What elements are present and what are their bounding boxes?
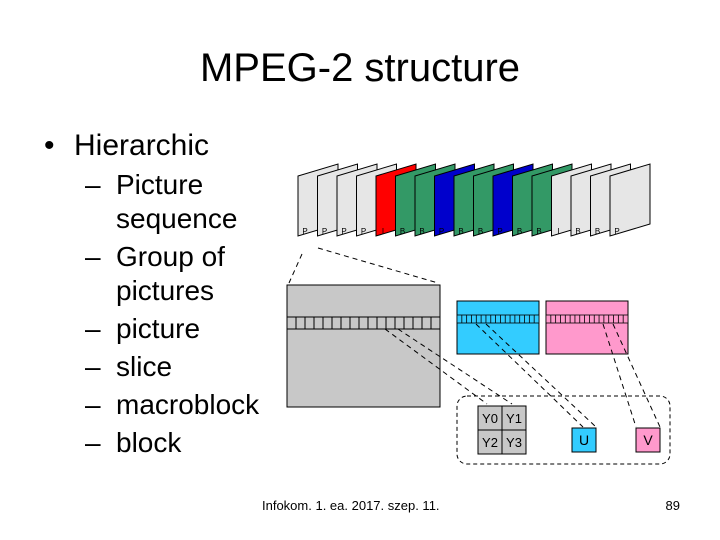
sub-bullet-item: –slice	[44, 350, 294, 384]
dash-marker: –	[85, 351, 101, 382]
frame-type-label: B	[517, 227, 522, 236]
sub-bullet-item: –picture	[44, 312, 294, 346]
slice-row	[286, 316, 441, 330]
sub-bullet-text: macroblock	[116, 389, 260, 420]
frame-type-label: B	[478, 227, 483, 236]
dashed-connector	[317, 247, 439, 284]
u-block-label: U	[579, 432, 589, 448]
frame-type-label: P	[361, 227, 366, 236]
luma-block-label: Y0	[482, 411, 498, 426]
frame-type-label: I	[382, 227, 384, 236]
v-slice-row	[545, 314, 629, 324]
dash-marker: –	[85, 241, 101, 272]
frame-type-label: B	[458, 227, 463, 236]
sub-bullet-text: Picture	[116, 169, 204, 200]
sub-bullet-text: Group of	[116, 241, 225, 272]
dashed-connector	[288, 253, 303, 284]
sub-bullet-text: sequence	[116, 203, 238, 234]
dash-marker: –	[85, 313, 101, 344]
page-number: 89	[665, 498, 680, 513]
bullet-hierarchic: • Hierarchic	[44, 128, 294, 164]
luma-block	[477, 405, 503, 431]
dashed-connector	[602, 323, 637, 428]
sub-bullet-text: block	[116, 427, 182, 458]
slide-title: MPEG-2 structure	[199, 46, 521, 90]
v-block	[635, 427, 661, 453]
frame-type-label: P	[439, 227, 444, 236]
frame-type-label: B	[419, 227, 424, 236]
footer-text: Infokom. 1. ea. 2017. szep. 11.	[262, 498, 440, 513]
frame-type-label: P	[322, 227, 327, 236]
macroblock-enclosure	[456, 395, 671, 465]
frame-type-label: B	[595, 227, 600, 236]
luma-block-label: Y2	[482, 435, 498, 450]
v-block-label: V	[643, 432, 653, 448]
frame-type-label: B	[575, 227, 580, 236]
sub-bullet-text: slice	[116, 351, 173, 382]
sub-bullet-text: pictures	[116, 275, 215, 306]
v-chroma-picture	[545, 300, 629, 355]
luma-picture	[286, 284, 441, 408]
luma-block	[501, 405, 527, 431]
dashed-connector	[475, 323, 584, 428]
frame-type-label: B	[536, 227, 541, 236]
luma-block-label: Y3	[506, 435, 522, 450]
dashed-connector	[397, 328, 513, 405]
u-block	[571, 427, 597, 453]
frame-type-label: P	[341, 227, 346, 236]
frame-type-label: P	[302, 227, 307, 236]
bullet-marker: •	[44, 129, 55, 162]
luma-block	[501, 429, 527, 455]
frame-type-label: P	[614, 227, 619, 236]
dashed-connector	[384, 328, 488, 405]
bullet-text: Hierarchic	[74, 129, 210, 162]
frame-type-label: I	[557, 227, 559, 236]
dash-marker: –	[85, 389, 101, 420]
dashed-connector	[612, 323, 661, 428]
dash-marker: –	[85, 169, 101, 200]
frame-type-label: B	[400, 227, 405, 236]
sub-bullet-item: –macroblock	[44, 388, 294, 422]
sub-bullet-item: –block	[44, 426, 294, 460]
sub-bullet-text: picture	[116, 313, 201, 344]
frame-type-label: P	[497, 227, 502, 236]
picture-frame	[609, 163, 651, 237]
dash-marker: –	[85, 427, 101, 458]
u-slice-row	[456, 314, 540, 324]
u-chroma-picture	[456, 300, 540, 355]
luma-block-label: Y1	[506, 411, 522, 426]
dashed-connector	[485, 323, 597, 428]
